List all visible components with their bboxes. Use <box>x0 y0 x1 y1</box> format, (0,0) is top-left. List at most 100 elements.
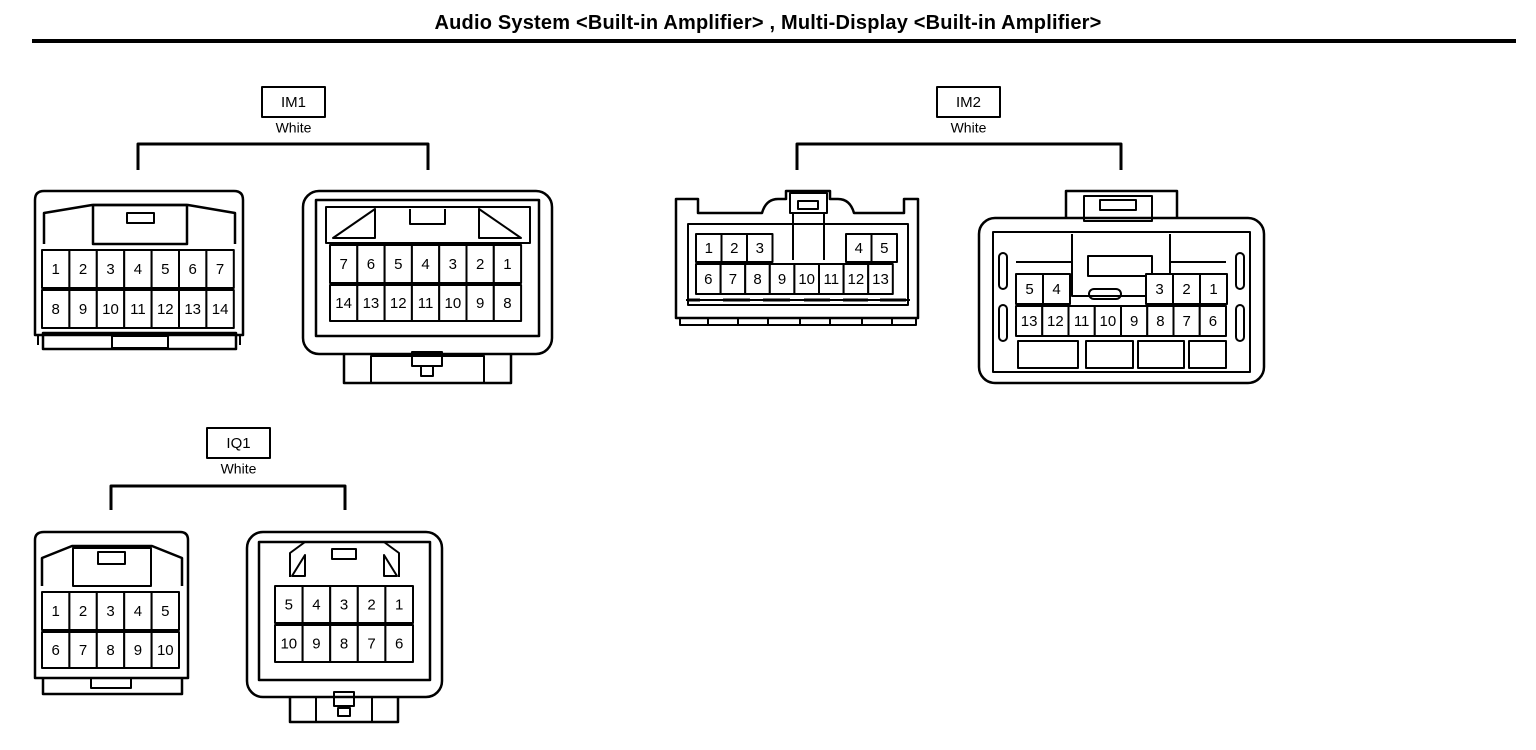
iq1-right-pin: 1 <box>395 596 403 613</box>
im1-right-pin: 4 <box>421 256 429 273</box>
iq1-right-pin: 8 <box>340 635 348 652</box>
im1-right-pin: 2 <box>476 256 484 273</box>
iq1-left-pin-cell <box>68 631 98 669</box>
im1-right-pin-cell <box>465 284 495 322</box>
im1-right-pin: 6 <box>367 256 375 273</box>
im1-right-pin: 13 <box>363 295 380 312</box>
im1-left-pin: 3 <box>106 261 114 278</box>
im2-right-pin-cell <box>1199 273 1228 305</box>
im1-left-pin-cell <box>41 249 71 289</box>
im1-left-pin-cell <box>205 249 235 289</box>
im2-left-pin: 6 <box>704 271 712 288</box>
iq1-right-pin: 10 <box>280 635 297 652</box>
iq1-left-pin-cell <box>123 631 153 669</box>
iq1-left-pin-cell <box>41 631 71 669</box>
im1-group: IM1 White <box>33 86 554 385</box>
im2-left-pin: 10 <box>798 271 815 288</box>
im2-left-pin: 8 <box>753 271 761 288</box>
im2-left-pin-cell <box>867 263 894 295</box>
iq1-left-pin: 6 <box>52 642 60 659</box>
im1-left-pin: 14 <box>212 301 229 318</box>
im2-left-pin: 5 <box>880 240 888 257</box>
im1-right-pin-cell <box>492 284 523 322</box>
iq1-right-pin: 5 <box>285 596 293 613</box>
im2-left-pin: 1 <box>705 240 713 257</box>
im1-left-pin-cell <box>41 289 71 329</box>
iq1-right-pin-cell <box>384 585 414 624</box>
im2-left-pin: 9 <box>778 271 786 288</box>
im1-left-pin: 13 <box>184 301 201 318</box>
im2-right-pin-cell <box>1146 305 1175 337</box>
im1-left-pin-cell <box>68 289 98 329</box>
im1-right-pin: 3 <box>449 256 457 273</box>
im1-left-pin: 1 <box>52 261 60 278</box>
iq1-right-pin-cell <box>384 624 414 663</box>
iq1-left-pin: 8 <box>106 642 114 659</box>
iq1-label-box <box>206 427 271 459</box>
im2-left-pin: 11 <box>824 271 840 288</box>
im2-left-pin-cell <box>746 233 774 263</box>
iq1-right-pin-cell <box>329 585 359 624</box>
im1-right-pin: 14 <box>335 295 352 312</box>
iq1-left-connector <box>33 530 190 696</box>
im2-left-pin-cell <box>870 233 898 263</box>
im2-right-pin: 1 <box>1209 281 1217 298</box>
im1-right-pin-cell <box>438 244 468 284</box>
im1-left-pin: 5 <box>161 261 169 278</box>
im1-left-pin: 9 <box>79 301 87 318</box>
im1-label: IM1 <box>281 94 306 111</box>
diagram-title: Audio System <Built-in Amplifier> , Mult… <box>434 12 1102 34</box>
im1-left-pin: 10 <box>102 301 119 318</box>
iq1-right-pin: 6 <box>395 635 403 652</box>
im2-left-pin: 12 <box>848 271 865 288</box>
iq1-right-pin: 7 <box>367 635 375 652</box>
im1-left-pin: 4 <box>134 261 142 278</box>
im2-right-pin-cell <box>1198 305 1227 337</box>
im2-left-pin-cell <box>793 263 821 295</box>
im2-right-pin: 2 <box>1182 281 1190 298</box>
iq1-right-pin-cell <box>329 624 359 663</box>
iq1-left-pin: 1 <box>52 603 60 620</box>
iq1-right-pin: 3 <box>340 596 348 613</box>
im2-left-pin-cell <box>695 233 723 263</box>
im1-right-pin-cell <box>329 284 359 322</box>
iq1-label: IQ1 <box>226 435 250 452</box>
iq1-left-pin: 4 <box>134 603 142 620</box>
im2-left-pin-cell <box>842 263 870 295</box>
im1-right-pin: 11 <box>418 295 434 312</box>
iq1-left-pin: 5 <box>161 603 169 620</box>
im2-left-pin-cell <box>845 233 873 263</box>
im1-right-pin-cell <box>356 284 386 322</box>
im1-right-pin-cell <box>465 244 495 284</box>
im2-right-pin-cell <box>1015 273 1044 305</box>
im2-left-pin: 2 <box>730 240 738 257</box>
im2-right-pin: 13 <box>1021 313 1038 330</box>
iq1-color: White <box>221 461 257 477</box>
im2-label: IM2 <box>956 94 981 111</box>
iq1-right-pin-cell <box>274 624 304 663</box>
iq1-left-pin: 7 <box>79 642 87 659</box>
im1-right-pin: 10 <box>445 295 462 312</box>
im2-left-pin-cell <box>744 263 771 295</box>
im2-bracket <box>795 142 1123 170</box>
iq1-left-pin: 10 <box>157 642 174 659</box>
im1-right-pin-cell <box>492 244 523 284</box>
im1-left-pin-cell <box>123 289 153 329</box>
im1-right-pin: 5 <box>394 256 402 273</box>
im2-right-pin-cell <box>1067 305 1096 337</box>
im2-right-pin: 4 <box>1052 281 1060 298</box>
im1-left-pin: 8 <box>52 301 60 318</box>
im2-right-pin-cell <box>1041 305 1070 337</box>
im2-left-pin: 7 <box>729 271 737 288</box>
im2-right-pin: 5 <box>1025 281 1033 298</box>
im2-right-pin: 10 <box>1100 313 1117 330</box>
im2-right-pin: 9 <box>1130 313 1138 330</box>
im2-right-pin: 12 <box>1047 313 1064 330</box>
im2-right-pin: 6 <box>1209 313 1217 330</box>
im1-right-connector <box>301 189 554 385</box>
im1-color: White <box>276 120 312 136</box>
iq1-right-pin: 9 <box>312 635 320 652</box>
im2-left-pin: 3 <box>756 240 764 257</box>
iq1-bracket <box>109 484 347 510</box>
